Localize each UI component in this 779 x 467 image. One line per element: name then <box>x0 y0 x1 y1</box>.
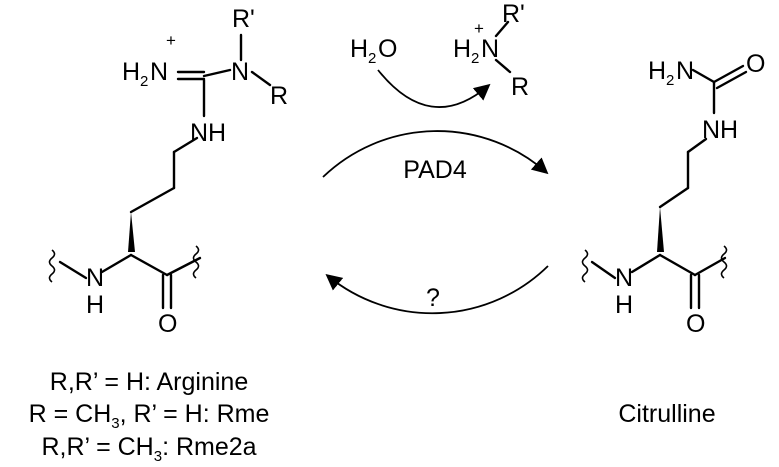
backbone-h: H <box>86 291 104 319</box>
citrulline-backbone-h: H <box>615 291 633 319</box>
legend-line-arginine: R,R’ = H: Arginine <box>50 368 248 396</box>
urea-carbonyl-bond-a <box>712 64 745 84</box>
legend-line-rme2a-a: R,R’ = CH <box>41 433 153 461</box>
guanidinium-charge: + <box>166 31 176 50</box>
chain-bond-2 <box>658 186 690 209</box>
citrulline-name: Citrulline <box>618 400 715 428</box>
chain-bond-2 <box>129 186 176 214</box>
citrulline-urea-o: O <box>746 50 765 78</box>
legend-line-rme: R = CH3, R’ = H: Rme <box>29 400 270 432</box>
citrulline-h2n-subscript: 2 <box>666 72 674 89</box>
amine-h: H <box>453 35 471 63</box>
citrulline-side-nh: NH <box>702 116 738 144</box>
side-chain-nh: NH <box>190 119 226 147</box>
alpha-carbonyl-bond <box>129 253 169 277</box>
citrulline-carbonyl-o: O <box>686 310 705 338</box>
amine-rprime-bond <box>494 20 510 38</box>
r-label: R <box>270 82 288 110</box>
legend-line-rme2a-b: : Rme2a <box>162 433 257 461</box>
amine-subscript: 2 <box>471 50 479 67</box>
alpha-nh-bond <box>100 253 133 274</box>
legend-line-rme2a-sub: 3 <box>154 448 162 465</box>
wavy-bond-right <box>720 245 728 279</box>
water-o: O <box>378 35 397 63</box>
legend-line-rme2a: R,R’ = CH3: Rme2a <box>41 433 256 465</box>
alpha-carbonyl-bond <box>658 253 697 277</box>
n-r-bond <box>250 70 272 87</box>
arginine-structure: + H 2 N N R' R NH N H O <box>48 5 288 338</box>
reaction-arrows: H 2 O + H 2 N R' R PAD4 ? <box>322 0 549 315</box>
urea-carbonyl-bond-b <box>715 70 748 90</box>
substituted-n: N <box>231 58 249 86</box>
h2n-n: N <box>150 58 168 86</box>
r-prime-label: R' <box>232 5 255 33</box>
wavy-bond-right <box>192 245 200 279</box>
citrulline-h2n-h: H <box>648 57 666 85</box>
citrulline-structure: H 2 N O NH N H O <box>581 50 765 338</box>
nh-chain-bond <box>172 136 199 154</box>
alpha-nh-bond <box>630 253 662 274</box>
enzyme-label: PAD4 <box>403 156 467 184</box>
amine-n: N <box>481 35 499 63</box>
alpha-wedge <box>128 212 135 252</box>
carbonyl-chain-bond <box>693 256 727 277</box>
legend-line-rme-sub: 3 <box>111 415 119 432</box>
wavy-bond-left <box>48 249 56 283</box>
forward-arrow <box>322 130 549 178</box>
alpha-wedge <box>657 207 664 252</box>
reverse-label: ? <box>426 284 440 312</box>
water-amine-arrow <box>377 69 491 108</box>
guanidine-n-bond <box>202 68 232 78</box>
nterm-bond <box>590 260 617 280</box>
legend-line-rme-a: R = CH <box>29 400 112 428</box>
backbone-n: N <box>86 264 104 292</box>
amine-r-bond <box>494 58 512 74</box>
water-h: H <box>350 35 368 63</box>
citrulline-h2n-n: N <box>676 57 694 85</box>
h2n-h: H <box>122 58 140 86</box>
reverse-arrow <box>325 265 549 315</box>
substituent-legend: R,R’ = H: Arginine R = CH3, R’ = H: Rme … <box>29 368 270 465</box>
legend-line-rme-b: , R’ = H: Rme <box>120 400 270 428</box>
nh-chain-bond <box>686 137 708 154</box>
carbonyl-o: O <box>158 310 177 338</box>
citrulline-backbone-n: N <box>615 264 633 292</box>
amine-r: R <box>511 73 529 101</box>
amine-r-prime: R' <box>502 0 525 28</box>
nterm-bond <box>58 260 88 280</box>
wavy-bond-left <box>581 249 589 283</box>
amine-charge: + <box>474 19 484 38</box>
h2n-subscript: 2 <box>140 73 148 90</box>
urea-h2n-bond <box>691 68 716 84</box>
water-subscript: 2 <box>368 50 376 67</box>
